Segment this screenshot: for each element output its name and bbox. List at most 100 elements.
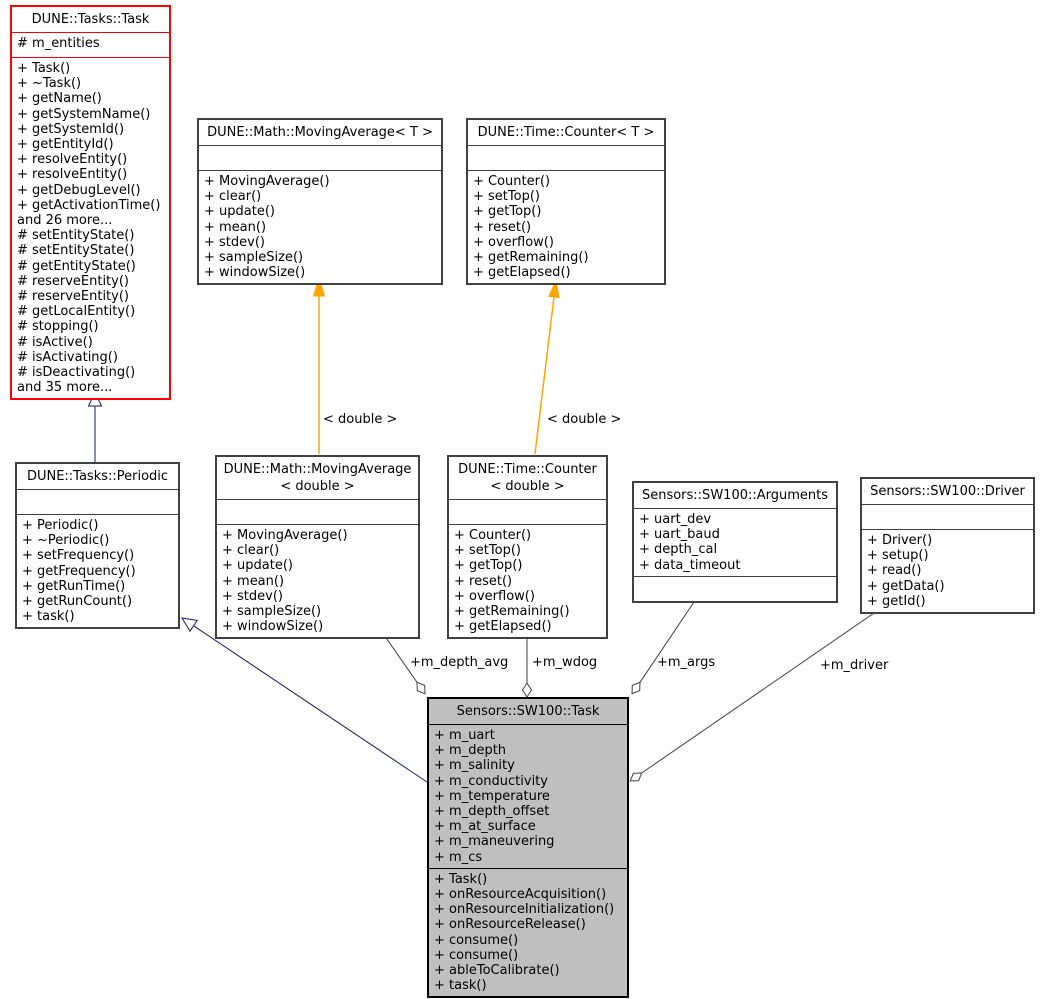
member-row: + MovingAverage() bbox=[222, 528, 348, 543]
member-row: + m_cs bbox=[434, 849, 483, 865]
class-title: DUNE::Time::Counter < double > bbox=[449, 457, 606, 500]
edge-label-m-args: +m_args bbox=[657, 655, 716, 670]
edge-label-m-driver: +m_driver bbox=[820, 658, 889, 673]
member-row: + setup() bbox=[867, 548, 929, 564]
member-row: + clear() bbox=[222, 543, 280, 559]
class-title: DUNE::Math::MovingAverage< T > bbox=[199, 120, 441, 146]
member-row: # m_entities bbox=[17, 36, 100, 51]
member-row: # getLocalEntity() bbox=[17, 304, 136, 320]
class-attributes: + uart_dev+ uart_baud+ depth_cal+ data_t… bbox=[634, 509, 836, 577]
member-row: + getRunCount() bbox=[22, 594, 133, 610]
class-attributes bbox=[17, 490, 178, 515]
member-row: + getElapsed() bbox=[454, 619, 552, 635]
class-methods: + Counter()+ setTop()+ getTop()+ reset()… bbox=[449, 525, 606, 637]
member-row: + getTop() bbox=[473, 204, 542, 220]
member-row: + onResourceRelease() bbox=[434, 917, 586, 933]
class-title: DUNE::Tasks::Task bbox=[12, 7, 169, 33]
aggregation-edge-m-wdog bbox=[521, 632, 533, 698]
member-row: + uart_dev bbox=[639, 512, 712, 527]
class-box-counter-double[interactable]: DUNE::Time::Counter < double > + Counter… bbox=[447, 455, 608, 640]
member-row: + setFrequency() bbox=[22, 548, 135, 564]
member-row: + clear() bbox=[204, 189, 262, 205]
class-title: DUNE::Tasks::Periodic bbox=[17, 464, 178, 490]
member-row: # reserveEntity() bbox=[17, 289, 129, 305]
class-methods: + MovingAverage()+ clear()+ update()+ me… bbox=[199, 171, 441, 283]
class-title: Sensors::SW100::Task bbox=[429, 699, 627, 725]
member-row: + getDebugLevel() bbox=[17, 182, 141, 198]
member-row: and 26 more... bbox=[17, 213, 113, 229]
class-box-arguments[interactable]: Sensors::SW100::Arguments + uart_dev+ ua… bbox=[632, 481, 838, 603]
class-attributes: # m_entities bbox=[12, 33, 169, 58]
class-title: Sensors::SW100::Arguments bbox=[634, 483, 836, 509]
edge-label-m-wdog: +m_wdog bbox=[532, 655, 598, 670]
class-box-driver[interactable]: Sensors::SW100::Driver + Driver()+ setup… bbox=[860, 477, 1035, 615]
class-box-dune-tasks-task[interactable]: DUNE::Tasks::Task # m_entities + Task()+… bbox=[10, 5, 171, 401]
member-row: + Periodic() bbox=[22, 518, 99, 533]
member-row: + overflow() bbox=[473, 234, 554, 250]
member-row: + uart_baud bbox=[639, 527, 720, 543]
member-row: # stopping() bbox=[17, 319, 99, 335]
member-row: + getElapsed() bbox=[473, 265, 571, 281]
class-box-counter-t[interactable]: DUNE::Time::Counter< T > + Counter()+ se… bbox=[466, 118, 666, 286]
member-row: + setTop() bbox=[454, 543, 521, 559]
class-attributes bbox=[217, 500, 418, 525]
member-row: + m_depth_offset bbox=[434, 804, 550, 820]
member-row: + mean() bbox=[222, 573, 285, 589]
class-box-moving-average-t[interactable]: DUNE::Math::MovingAverage< T > + MovingA… bbox=[197, 118, 443, 286]
class-box-periodic[interactable]: DUNE::Tasks::Periodic + Periodic()+ ~Per… bbox=[15, 462, 180, 630]
inheritance-edge-periodic-to-task bbox=[87, 390, 103, 462]
edge-label-m-depth-avg: +m_depth_avg bbox=[410, 655, 509, 670]
member-row: + ableToCalibrate() bbox=[434, 963, 560, 979]
member-row: + getActivationTime() bbox=[17, 197, 161, 213]
template-instantiation-label: < double > bbox=[323, 412, 398, 427]
class-title: DUNE::Math::MovingAverage < double > bbox=[217, 457, 418, 500]
member-row: + m_at_surface bbox=[434, 819, 536, 835]
member-row: + m_temperature bbox=[434, 788, 550, 804]
member-row: + getRemaining() bbox=[473, 250, 589, 266]
member-row: + depth_cal bbox=[639, 542, 718, 558]
class-methods bbox=[634, 577, 836, 601]
member-row: # isDeactivating() bbox=[17, 365, 136, 381]
member-row: + task() bbox=[22, 609, 75, 625]
member-row: + consume() bbox=[434, 932, 519, 948]
member-row: + reset() bbox=[473, 219, 532, 235]
member-row: + getFrequency() bbox=[22, 563, 136, 579]
member-row: + mean() bbox=[204, 219, 267, 235]
class-attributes bbox=[468, 146, 664, 171]
member-row: + getSystemId() bbox=[17, 121, 125, 137]
member-row: + getName() bbox=[17, 91, 102, 107]
member-row: # getEntityState() bbox=[17, 258, 136, 274]
member-row: + ~Periodic() bbox=[22, 533, 110, 549]
class-attributes bbox=[199, 146, 441, 171]
member-row: + setTop() bbox=[473, 189, 540, 205]
aggregation-edge-m-driver bbox=[629, 610, 878, 782]
aggregation-edge-m-depth-avg bbox=[381, 631, 426, 695]
class-methods: + Driver()+ setup()+ read()+ getData()+ … bbox=[862, 530, 1033, 612]
member-row: # isActive() bbox=[17, 334, 93, 350]
member-row: + Driver() bbox=[867, 533, 933, 548]
member-row: + getRemaining() bbox=[454, 604, 570, 620]
class-attributes bbox=[449, 500, 606, 525]
member-row: + getId() bbox=[867, 593, 926, 609]
member-row: + stdev() bbox=[222, 588, 283, 604]
member-row: # isActivating() bbox=[17, 349, 118, 365]
member-row: + task() bbox=[434, 978, 487, 994]
member-row: + resolveEntity() bbox=[17, 167, 128, 183]
class-methods: + Task()+ onResourceAcquisition()+ onRes… bbox=[429, 869, 627, 997]
class-attributes: + m_uart+ m_depth+ m_salinity+ m_conduct… bbox=[429, 725, 627, 869]
member-row: + update() bbox=[204, 204, 275, 220]
template-instantiation-label: < double > bbox=[547, 412, 622, 427]
member-row: + m_maneuvering bbox=[434, 834, 555, 850]
class-box-sw100-task[interactable]: Sensors::SW100::Task + m_uart+ m_depth+ … bbox=[427, 697, 629, 999]
member-row: + resolveEntity() bbox=[17, 152, 128, 168]
member-row: + windowSize() bbox=[204, 265, 306, 281]
class-methods: + Periodic()+ ~Periodic()+ setFrequency(… bbox=[17, 515, 178, 627]
member-row: + update() bbox=[222, 558, 293, 574]
class-attributes bbox=[862, 505, 1033, 530]
member-row: + stdev() bbox=[204, 234, 265, 250]
member-row: + m_uart bbox=[434, 728, 495, 743]
member-row: + Counter() bbox=[473, 174, 551, 189]
member-row: + data_timeout bbox=[639, 557, 741, 573]
class-box-moving-average-double[interactable]: DUNE::Math::MovingAverage < double > + M… bbox=[215, 455, 420, 640]
member-row: + sampleSize() bbox=[222, 604, 322, 620]
